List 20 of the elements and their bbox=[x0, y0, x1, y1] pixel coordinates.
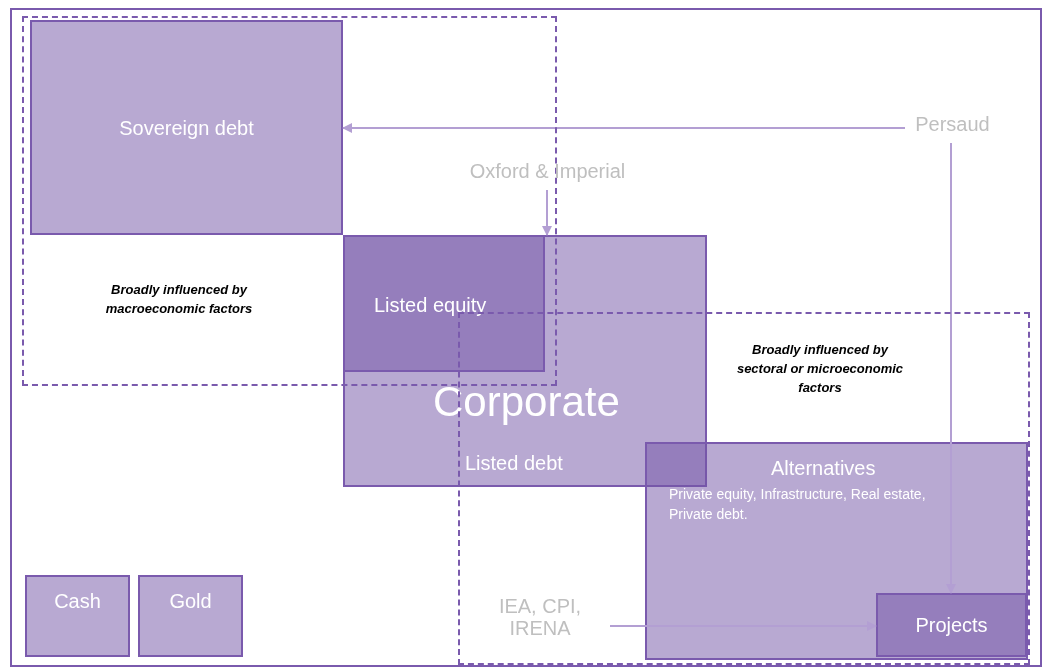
arrow bbox=[946, 142, 956, 594]
source-label: Oxford & Imperial bbox=[445, 160, 650, 190]
box-title: Corporate bbox=[433, 379, 620, 425]
category-box: Sovereign debt bbox=[30, 20, 343, 235]
category-box: Gold bbox=[138, 575, 243, 657]
box-label: Listed debt bbox=[465, 451, 563, 475]
region-note: Broadly influenced by macroeconomic factors bbox=[104, 281, 254, 318]
arrow bbox=[342, 123, 906, 133]
box-description: Private equity, Infrastructure, Real estate, Private debt. bbox=[669, 485, 927, 524]
box-title: Alternatives bbox=[771, 456, 876, 480]
source-label: IEA, CPI, IRENA bbox=[470, 595, 610, 655]
category-box: Cash bbox=[25, 575, 130, 657]
arrow bbox=[542, 189, 552, 236]
category-box: Projects bbox=[876, 593, 1027, 657]
region-note: Broadly influenced by sectoral or microeconomic factors bbox=[735, 341, 905, 397]
category-box bbox=[645, 442, 1028, 660]
category-box bbox=[343, 235, 707, 487]
source-label: Persaud bbox=[905, 113, 1000, 143]
arrow bbox=[609, 621, 877, 631]
category-box: Listed equity bbox=[343, 235, 545, 372]
